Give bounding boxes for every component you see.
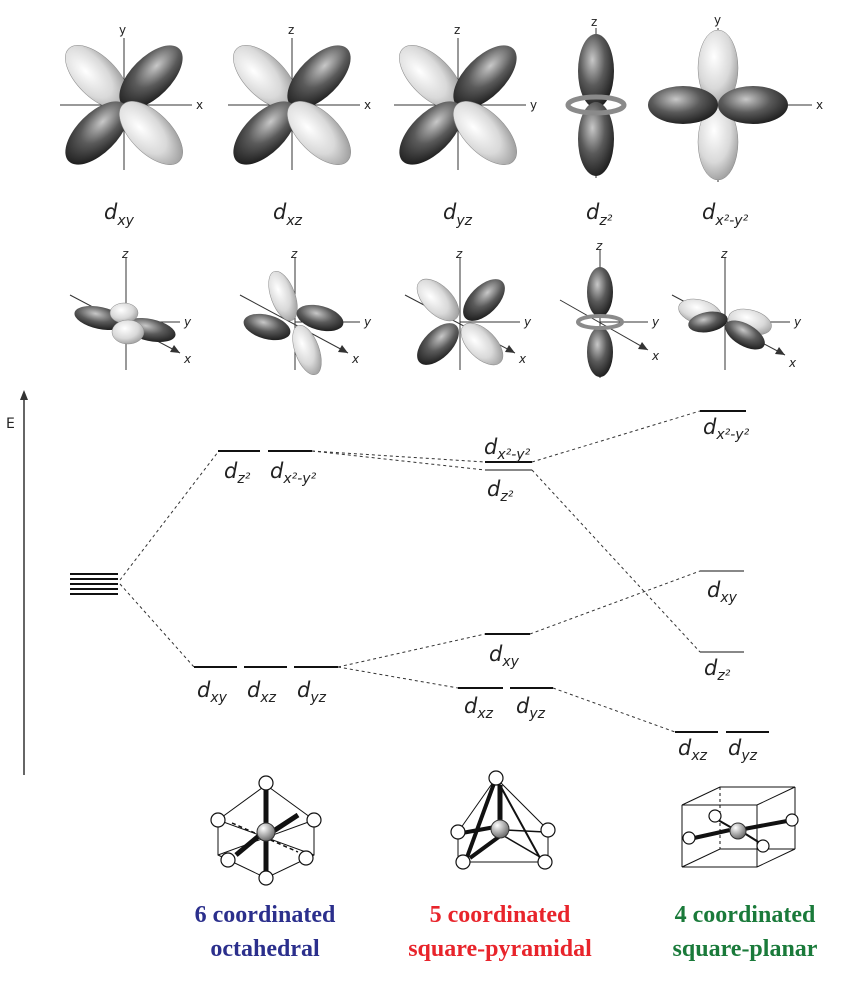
orbital-3d-dxz-icon: z y x bbox=[239, 247, 372, 376]
axis-label: x bbox=[816, 98, 823, 112]
geometry-caption-line2: square-pyramidal bbox=[408, 936, 592, 962]
svg-text:x: x bbox=[518, 352, 527, 366]
axis-label: z bbox=[288, 23, 294, 37]
svg-text:z: z bbox=[455, 247, 463, 261]
orbital-label-dxy: dxy bbox=[104, 200, 135, 229]
geometry-caption-square-pyramidal: 5 coordinated square-pyramidal bbox=[375, 898, 625, 966]
square-pyramidal-levels bbox=[458, 461, 553, 689]
svg-text:x: x bbox=[183, 352, 192, 366]
svg-text:E: E bbox=[6, 416, 15, 432]
octahedral-levels bbox=[194, 450, 338, 668]
orbital-labels: dxy dxz dyz dz² dx²-y² bbox=[104, 200, 749, 229]
axis-label: y bbox=[119, 23, 126, 37]
orbital-3d-dz2-icon: z y x bbox=[559, 239, 660, 378]
svg-text:x: x bbox=[651, 349, 660, 363]
svg-text:dxy: dxy bbox=[197, 678, 228, 706]
square-planar-level-labels: dx²-y² dxy dz² dxz dyz bbox=[678, 415, 758, 764]
energy-axis: E bbox=[6, 390, 28, 775]
svg-text:z: z bbox=[290, 247, 298, 261]
svg-text:x: x bbox=[788, 356, 797, 370]
svg-text:dxz: dxz bbox=[464, 694, 494, 722]
geometry-caption-line1: 4 coordinated bbox=[674, 902, 816, 928]
svg-text:dx²-y²: dx²-y² bbox=[270, 459, 317, 487]
svg-text:dxy: dxy bbox=[707, 578, 738, 606]
geometry-caption-octahedral: 6 coordinated octahedral bbox=[150, 898, 380, 966]
axis-label: y bbox=[714, 13, 721, 27]
geometry-caption-line2: square-planar bbox=[672, 936, 818, 962]
svg-text:dz²: dz² bbox=[224, 459, 251, 487]
svg-text:dxz: dxz bbox=[678, 736, 708, 764]
svg-text:y: y bbox=[793, 315, 802, 329]
svg-text:y: y bbox=[363, 315, 372, 329]
svg-text:z: z bbox=[121, 247, 129, 261]
orbital-label-dyz: dyz bbox=[443, 200, 473, 229]
orbital-label-dz2: dz² bbox=[586, 200, 613, 229]
svg-text:dxy: dxy bbox=[489, 642, 520, 670]
svg-text:z: z bbox=[595, 239, 603, 253]
svg-text:dz²: dz² bbox=[704, 656, 731, 684]
octahedral-level-labels: dz² dx²-y² dxy dxz dyz bbox=[197, 459, 327, 706]
svg-text:z: z bbox=[720, 247, 728, 261]
svg-text:dyz: dyz bbox=[728, 736, 758, 764]
geometry-caption-line1: 5 coordinated bbox=[429, 902, 571, 928]
geometry-caption-line1: 6 coordinated bbox=[194, 902, 336, 928]
svg-text:y: y bbox=[651, 315, 660, 329]
orbital-3d-dx2-y2-icon: z y x bbox=[671, 247, 802, 370]
square-pyramidal-level-labels: dx²-y² dz² dxy dxz dyz bbox=[464, 435, 546, 722]
svg-text:dyz: dyz bbox=[516, 694, 546, 722]
svg-text:dxz: dxz bbox=[247, 678, 277, 706]
geometry-caption-square-planar: 4 coordinated square-planar bbox=[640, 898, 850, 966]
axis-label: y bbox=[530, 98, 537, 112]
orbital-dxy-icon: x y bbox=[60, 23, 203, 170]
orbital-3d-dyz-icon: z y x bbox=[404, 247, 532, 370]
square-planar-levels bbox=[675, 410, 769, 733]
axis-label: x bbox=[364, 98, 371, 112]
svg-text:y: y bbox=[523, 315, 532, 329]
orbital-3d-dxy-icon: z y x bbox=[69, 247, 192, 370]
square-pyramidal-structure-icon bbox=[450, 770, 556, 870]
svg-text:y: y bbox=[183, 315, 192, 329]
orbital-label-dxz: dxz bbox=[273, 200, 303, 229]
orbital-dx2-y2-icon: x y bbox=[648, 13, 823, 182]
svg-text:dyz: dyz bbox=[297, 678, 327, 706]
axis-label: x bbox=[196, 98, 203, 112]
octahedral-structure-icon bbox=[210, 775, 322, 886]
square-planar-structure-icon bbox=[681, 786, 799, 868]
svg-text:x: x bbox=[351, 352, 360, 366]
orbital-label-dx2-y2: dx²-y² bbox=[702, 200, 749, 229]
axis-label: z bbox=[591, 15, 597, 29]
geometry-caption-line2: octahedral bbox=[210, 936, 320, 962]
svg-text:dx²-y²: dx²-y² bbox=[484, 435, 531, 463]
orbital-dyz-icon: y z bbox=[394, 23, 537, 170]
axis-label: z bbox=[454, 23, 460, 37]
svg-text:dx²-y²: dx²-y² bbox=[703, 415, 750, 443]
orbital-dxz-icon: x z bbox=[228, 23, 371, 170]
orbital-dz2-icon: z bbox=[565, 15, 627, 178]
svg-text:dz²: dz² bbox=[487, 477, 514, 505]
level-connectors bbox=[119, 410, 701, 733]
free-ion-levels bbox=[70, 573, 118, 595]
